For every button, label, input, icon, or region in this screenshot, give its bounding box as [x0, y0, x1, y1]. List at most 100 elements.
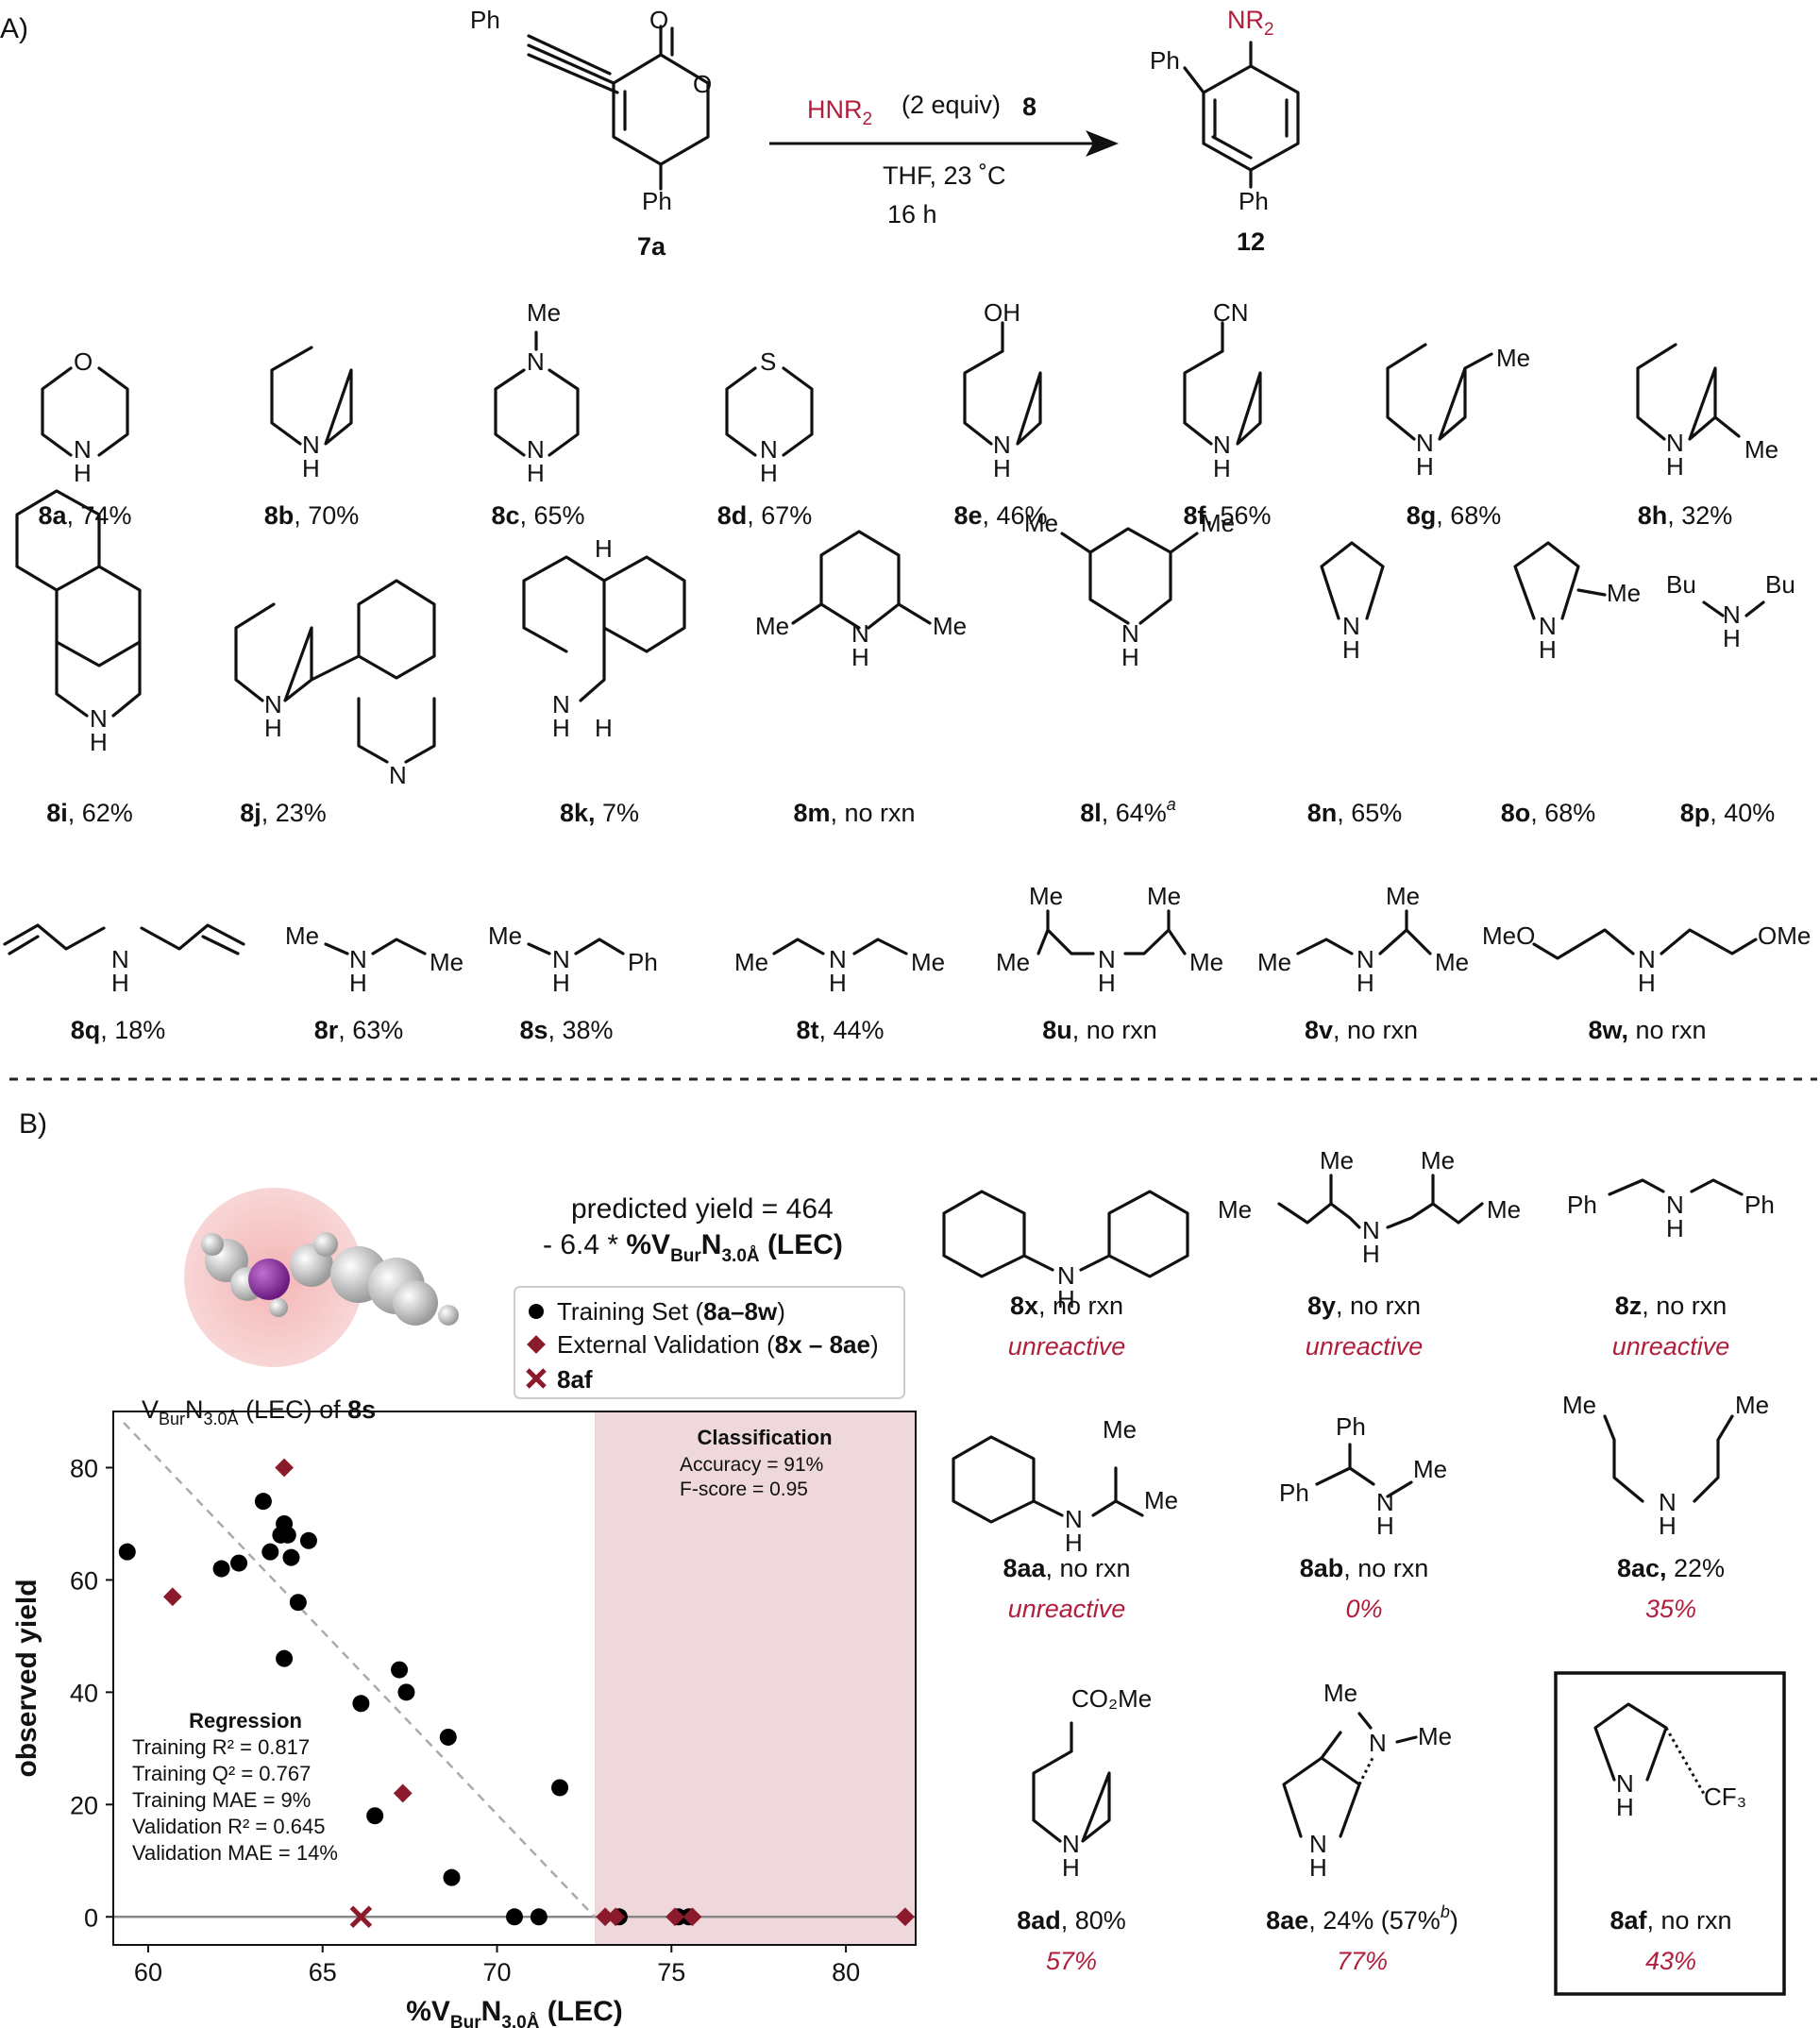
training-point: [506, 1908, 523, 1926]
classification-stat: Accuracy = 91%: [680, 1454, 823, 1476]
caption-8a: 8a, 74%: [38, 501, 131, 530]
svg-text:N: N: [527, 347, 545, 376]
starting-material-7a: O O Ph Ph 7a: [470, 6, 712, 261]
svg-text:Me: Me: [911, 948, 945, 976]
y-tick-label: 40: [70, 1679, 98, 1707]
svg-text:Me: Me: [755, 612, 789, 640]
svg-text:N: N: [1616, 1769, 1634, 1798]
svg-text:Me: Me: [1024, 509, 1058, 537]
training-point: [278, 1526, 296, 1544]
amine-8ac: Me Me N H: [1562, 1391, 1769, 1540]
svg-text:Me: Me: [430, 948, 463, 976]
amine-8ab: Ph Ph N H Me: [1279, 1412, 1447, 1540]
svg-text:Bu: Bu: [1666, 570, 1696, 599]
molecule-render: VBurN3.0Å (LEC) of 8s: [142, 1188, 459, 1428]
svg-text:H: H: [595, 534, 613, 563]
amine-8j: N H N: [234, 579, 436, 789]
svg-text:N: N: [264, 690, 282, 718]
svg-text:CF₃: CF₃: [1704, 1783, 1746, 1811]
svg-text:Me: Me: [1147, 882, 1181, 910]
training-point: [289, 1594, 307, 1612]
caption-8w: 8w, no rxn: [1588, 1016, 1706, 1044]
amine-8m: Me Me N H: [755, 530, 967, 671]
svg-text:H: H: [1357, 969, 1374, 997]
caption-8u: 8u, no rxn: [1042, 1016, 1157, 1044]
reaction-arrow: HNR2 (2 equiv) 8 THF, 23 ˚C 16 h: [769, 91, 1119, 228]
svg-text:N: N: [1362, 1216, 1380, 1244]
sm-label: 7a: [637, 232, 666, 261]
svg-text:N: N: [1638, 945, 1656, 973]
training-point: [276, 1649, 294, 1667]
svg-text:H: H: [595, 714, 613, 742]
svg-text:Ph: Ph: [1279, 1479, 1309, 1507]
amine-8af-box: N H CF₃: [1554, 1671, 1786, 1996]
svg-text:N: N: [389, 761, 407, 789]
svg-text:N: N: [552, 945, 570, 973]
prediction-8aa: unreactive: [1008, 1595, 1126, 1623]
carbonyl-o: O: [649, 6, 668, 34]
svg-text:H: H: [1065, 1529, 1083, 1557]
svg-text:N: N: [1659, 1488, 1677, 1516]
svg-text:Me: Me: [996, 948, 1030, 976]
amine-8y: Me Me Me Me N H: [1218, 1146, 1521, 1268]
point-8af: [349, 1905, 373, 1929]
amine-8h: Me N H: [1636, 343, 1778, 481]
svg-text:N: N: [1098, 945, 1116, 973]
svg-text:Me: Me: [1320, 1146, 1354, 1175]
caption-8g: 8g, 68%: [1407, 501, 1502, 530]
caption-8z: 8z, no rxn: [1615, 1292, 1727, 1320]
product-ph-1: Ph: [1150, 46, 1180, 75]
svg-text:Me: Me: [1189, 948, 1223, 976]
svg-text:N: N: [1065, 1505, 1083, 1533]
caption-8y: 8y, no rxn: [1307, 1292, 1421, 1320]
validation-point: [162, 1587, 182, 1607]
regression-stat: Training R² = 0.817: [132, 1735, 310, 1759]
reagent-hnr2: HNR2: [807, 95, 872, 129]
svg-text:Me: Me: [1103, 1415, 1137, 1444]
legend-8af: 8af: [557, 1365, 593, 1394]
caption-8k: 8k, 7%: [560, 799, 639, 827]
training-point: [366, 1807, 384, 1825]
amine-8s: Me N H Ph: [488, 921, 658, 997]
amine-8u: Me Me Me Me N H: [996, 882, 1223, 997]
caption-8ac: 8ac, 22%: [1617, 1554, 1725, 1582]
svg-text:Me: Me: [1386, 882, 1420, 910]
prediction-8y: unreactive: [1306, 1332, 1424, 1360]
prediction-8af: 43%: [1645, 1947, 1696, 1975]
legend-marker-8af: [526, 1368, 547, 1389]
legend-training: Training Set (8a–8w): [557, 1297, 785, 1326]
equation-line-1: predicted yield = 464: [571, 1193, 834, 1225]
regression-stat: Training Q² = 0.767: [132, 1762, 311, 1785]
amine-8q: N H: [3, 923, 245, 997]
svg-text:Me: Me: [1029, 882, 1063, 910]
product-ph-2: Ph: [1239, 187, 1269, 215]
y-tick-label: 20: [70, 1791, 98, 1819]
caption-8i: 8i, 62%: [46, 799, 133, 827]
amine-8k: N H H H: [522, 534, 686, 742]
svg-text:Bu: Bu: [1765, 570, 1795, 599]
training-point: [397, 1683, 415, 1701]
svg-text:N: N: [1057, 1261, 1075, 1290]
svg-text:O: O: [74, 347, 93, 376]
svg-text:Me: Me: [1744, 435, 1778, 464]
svg-text:H: H: [1062, 1853, 1080, 1882]
svg-text:Me: Me: [1496, 344, 1530, 372]
fit-line: [123, 1422, 596, 1918]
svg-text:H: H: [1362, 1240, 1380, 1268]
svg-text:N: N: [1121, 619, 1139, 648]
svg-text:N: N: [527, 435, 545, 464]
amine-8p: Bu Bu N H: [1666, 570, 1795, 652]
training-point: [439, 1728, 457, 1746]
svg-text:Ph: Ph: [628, 948, 658, 976]
chart-legend: Training Set (8a–8w) External Validation…: [514, 1286, 905, 1399]
regression-stat: Validation R² = 0.645: [132, 1815, 325, 1838]
reagent-equiv: (2 equiv): [902, 91, 1001, 119]
validation-point: [393, 1783, 413, 1803]
svg-text:H: H: [851, 643, 869, 671]
svg-text:Me: Me: [1421, 1146, 1455, 1175]
conditions-1: THF, 23 ˚C: [883, 161, 1006, 190]
svg-text:H: H: [1376, 1512, 1394, 1540]
y-tick-label: 60: [70, 1566, 98, 1595]
